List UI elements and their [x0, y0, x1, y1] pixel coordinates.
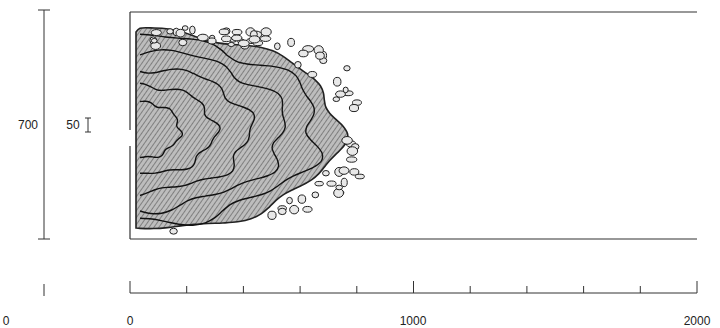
- dimension-line: [38, 10, 50, 296]
- pebble: [339, 167, 349, 174]
- scale-bar-small: [85, 118, 91, 132]
- contour-line: [140, 83, 220, 173]
- scale-label: 1000: [400, 315, 427, 327]
- pebble: [346, 157, 356, 162]
- contour-line: [140, 101, 182, 157]
- pebble: [290, 205, 299, 213]
- pebble: [190, 26, 196, 34]
- pebble: [299, 50, 308, 57]
- pebble: [249, 36, 260, 43]
- pebble: [208, 38, 216, 44]
- pebble: [355, 174, 364, 179]
- pebble: [232, 35, 242, 41]
- pebble: [151, 38, 157, 43]
- pebble: [344, 66, 350, 71]
- pebble: [347, 147, 358, 156]
- pebble: [274, 43, 280, 50]
- dimension-label: 700: [18, 119, 38, 131]
- pebble: [170, 228, 177, 234]
- pebble: [268, 211, 276, 219]
- pebble: [349, 104, 358, 111]
- pebble: [308, 71, 317, 77]
- pebble: [222, 36, 232, 42]
- scale-label: 50: [66, 119, 79, 131]
- pebble: [176, 29, 185, 37]
- scale-label: 2000: [684, 315, 711, 327]
- pebble: [312, 192, 319, 198]
- pebble: [197, 34, 208, 41]
- pebble: [150, 37, 157, 44]
- pebble: [261, 28, 271, 36]
- pebble: [151, 30, 161, 36]
- contour-line: [140, 69, 254, 196]
- frame: [130, 12, 697, 239]
- scale-label: 0: [127, 315, 134, 327]
- pebble: [219, 29, 229, 35]
- pebble: [228, 42, 234, 46]
- deposit-body: [136, 28, 348, 229]
- pebble: [295, 61, 302, 68]
- pebble: [278, 208, 286, 214]
- pebble: [179, 39, 187, 46]
- pebble: [288, 38, 295, 46]
- pebble: [333, 77, 341, 86]
- pebble: [316, 52, 325, 59]
- pebble: [167, 29, 173, 34]
- scale-bar: [130, 281, 697, 293]
- contour-line: [140, 34, 323, 225]
- pebble: [323, 171, 330, 176]
- pebble: [303, 206, 312, 212]
- pebble: [238, 40, 249, 47]
- pebble: [342, 137, 352, 145]
- pebble: [287, 197, 293, 203]
- pebble: [336, 185, 343, 190]
- scale-label: 0: [3, 315, 10, 327]
- pebble: [315, 181, 324, 185]
- deposit-figure: [136, 26, 364, 234]
- pebble: [260, 36, 271, 42]
- pebble: [341, 178, 347, 186]
- pebble: [232, 29, 242, 34]
- contour-line: [140, 50, 285, 214]
- pebble: [298, 195, 306, 203]
- pebble: [343, 87, 348, 93]
- pebble: [327, 181, 336, 186]
